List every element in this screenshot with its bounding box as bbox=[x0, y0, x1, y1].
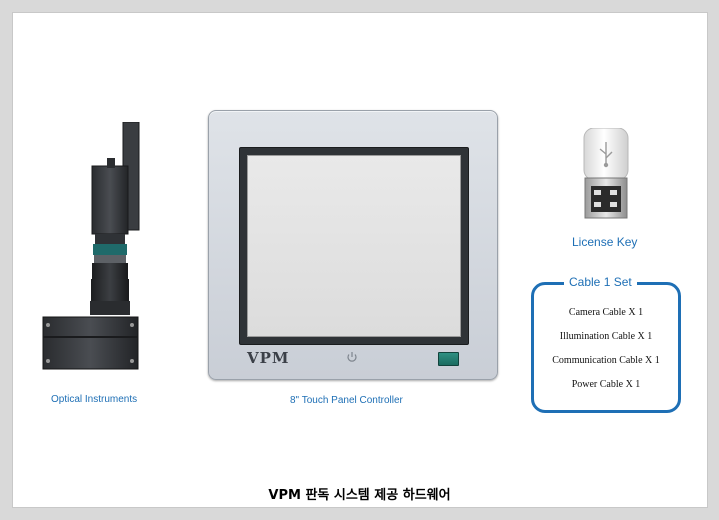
touch-panel-controller: VPM bbox=[208, 110, 498, 380]
panel-screen bbox=[247, 155, 461, 337]
vpm-logo: VPM bbox=[247, 349, 290, 367]
cable-set-title: Cable 1 Set bbox=[564, 275, 637, 289]
optical-instrument-image bbox=[42, 122, 140, 370]
cable-set-box: Camera Cable X 1 Illumination Cable X 1 … bbox=[531, 282, 681, 413]
cable-item: Illumination Cable X 1 bbox=[559, 331, 653, 342]
cable-item: Power Cable X 1 bbox=[571, 379, 641, 390]
cable-item: Communication Cable X 1 bbox=[552, 355, 660, 366]
license-key-label: License Key bbox=[572, 235, 638, 249]
touch-panel-label: 8" Touch Panel Controller bbox=[290, 395, 403, 406]
panel-screen-bezel bbox=[239, 147, 469, 345]
cable-item: Camera Cable X 1 bbox=[568, 307, 644, 318]
usb-key-icon bbox=[583, 128, 629, 219]
optical-instruments-label: Optical Instruments bbox=[51, 394, 138, 405]
page-caption: VPM 판독 시스템 제공 하드웨어 bbox=[268, 488, 451, 503]
panel-home-button bbox=[438, 352, 459, 366]
power-icon bbox=[347, 352, 357, 362]
